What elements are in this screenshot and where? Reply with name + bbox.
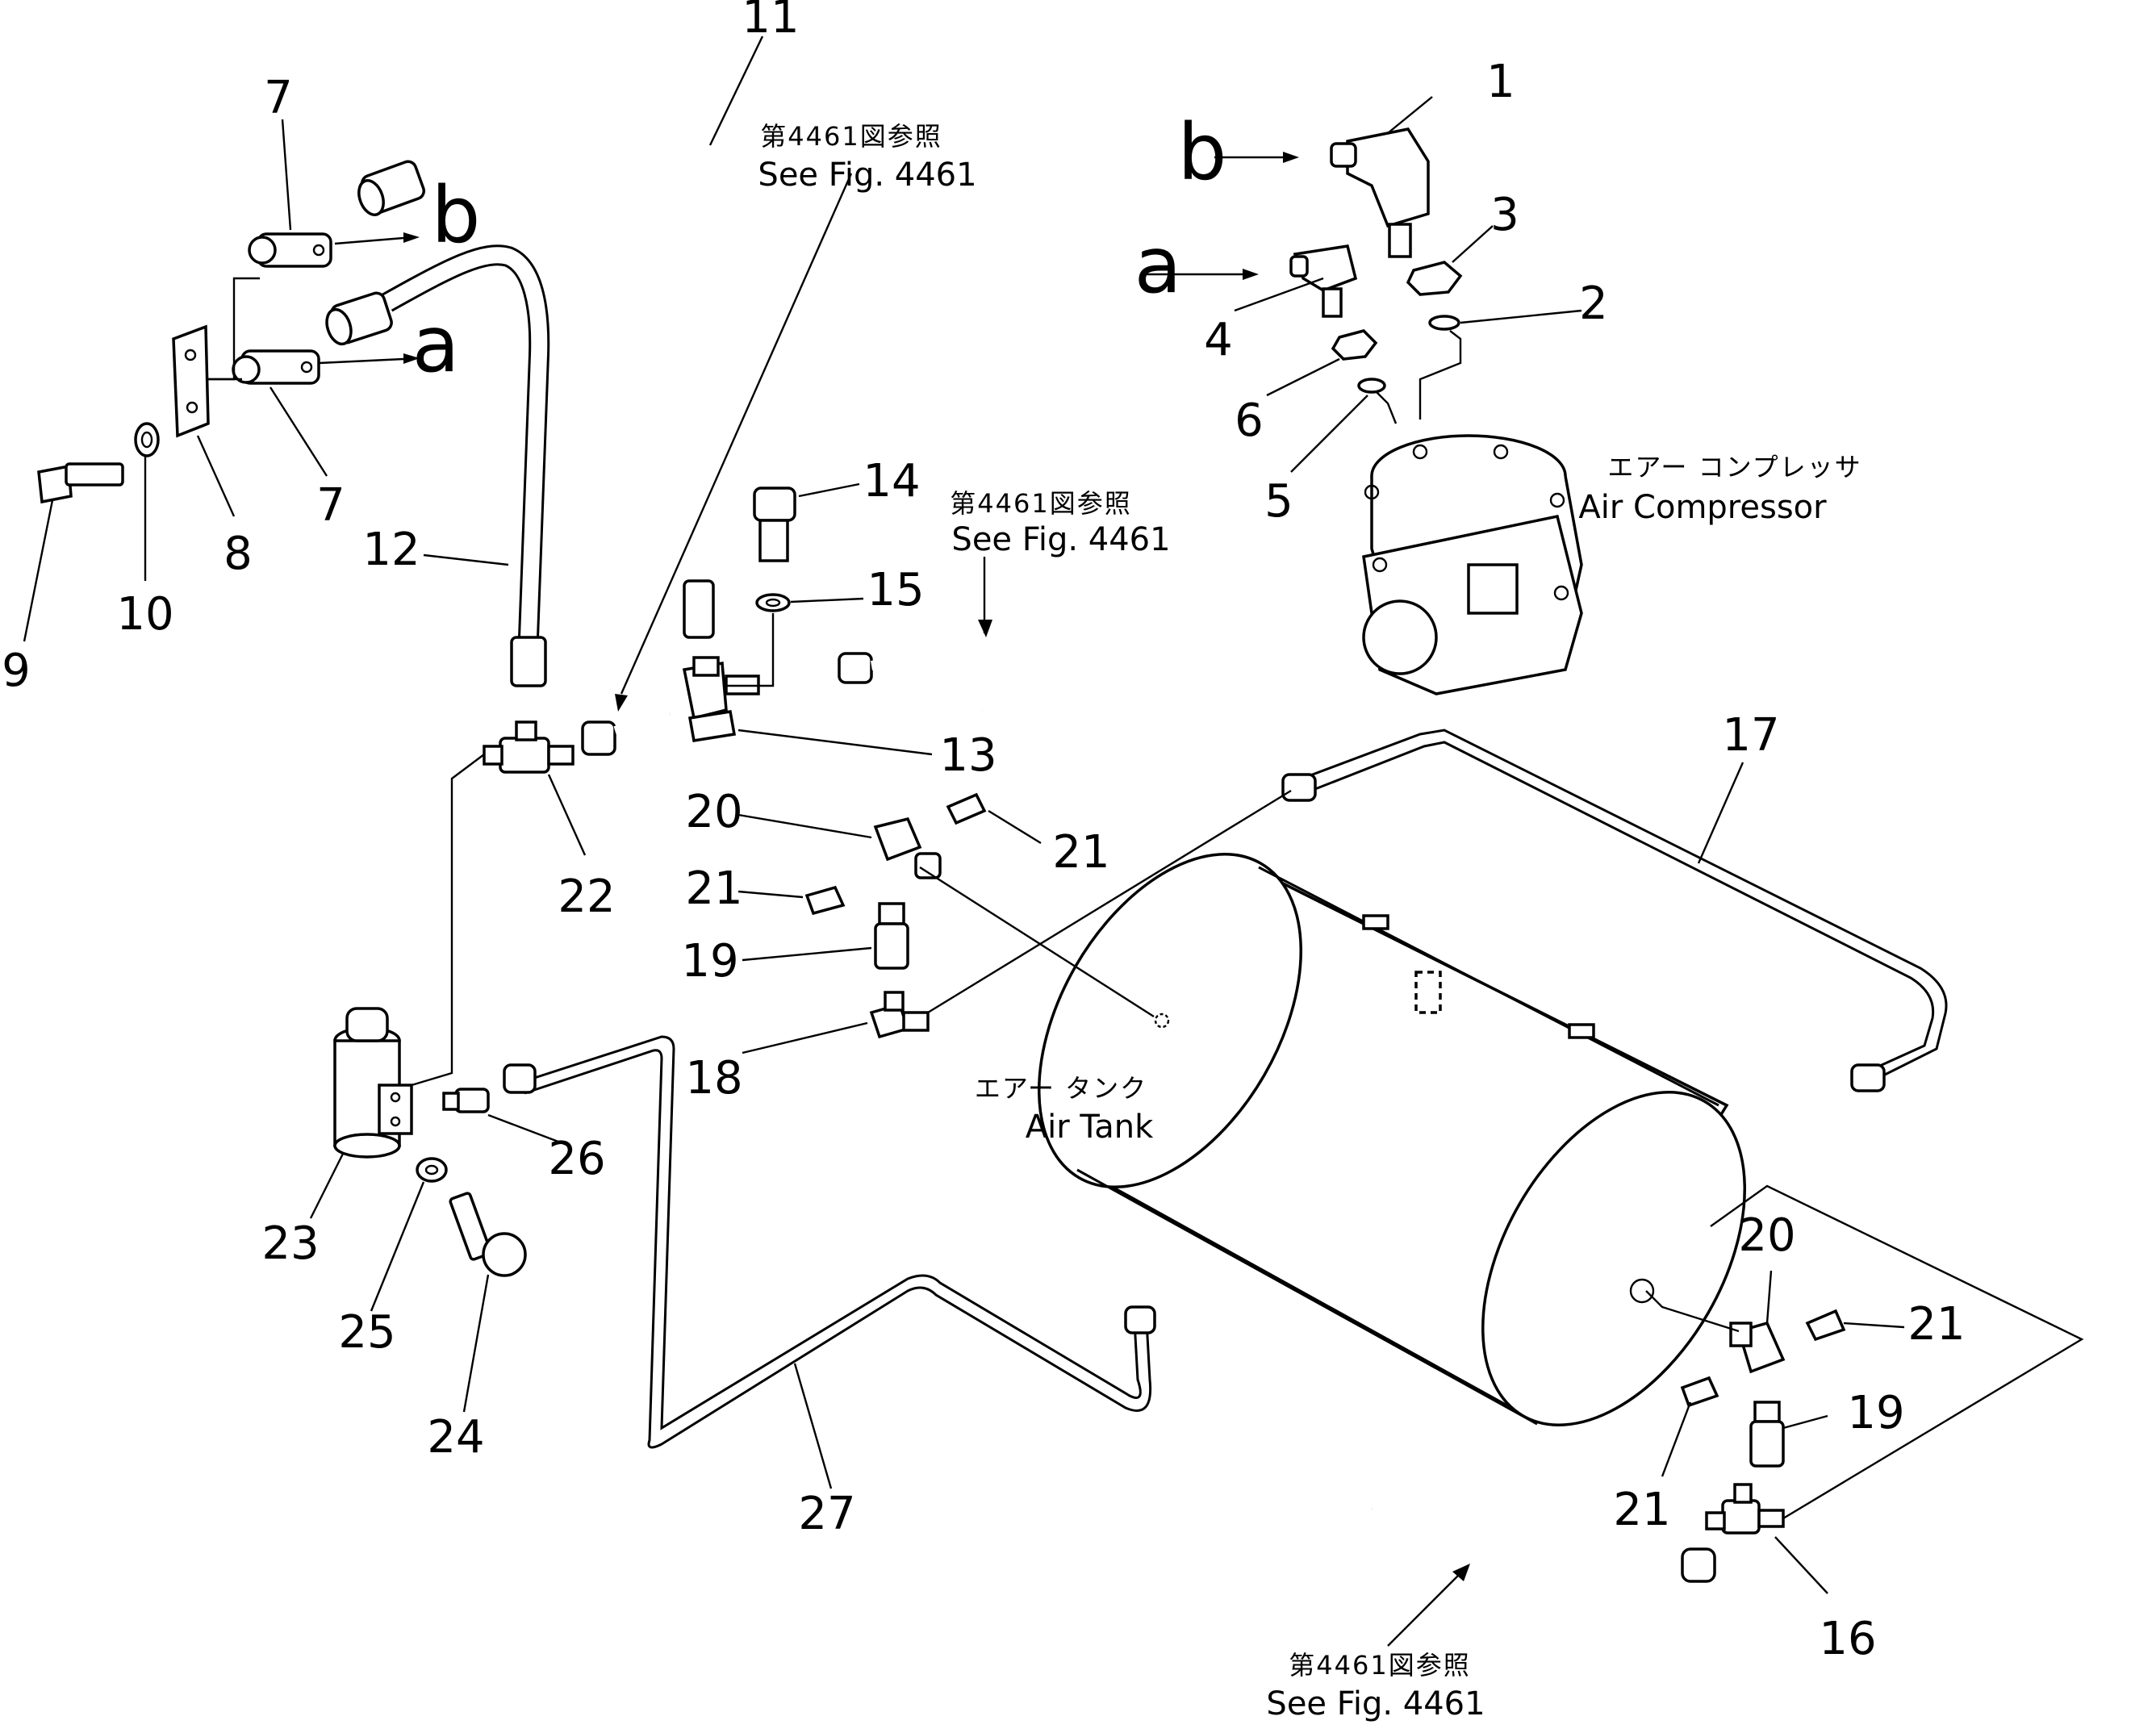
air-tank-label-en: Air Tank — [1026, 1109, 1154, 1146]
part-number-22: 22 — [558, 871, 615, 923]
air-tank — [1038, 853, 1746, 1426]
part-number-8: 8 — [224, 528, 253, 580]
part-number-13: 13 — [939, 729, 997, 782]
bracket-8 — [172, 277, 260, 438]
part-number-24: 24 — [427, 1411, 484, 1464]
reference-bottom-jp: 第4461図参照 — [1289, 1650, 1470, 1681]
connection-label-a-right: a — [1134, 220, 1182, 311]
nut-6 — [1331, 329, 1378, 361]
washer-25 — [416, 1157, 448, 1183]
elbow-18 — [869, 991, 930, 1039]
part-number-12: 12 — [362, 524, 420, 576]
connection-label-b-left: b — [432, 170, 481, 261]
part-number-16: 16 — [1819, 1613, 1876, 1665]
part-number-20-lower: 20 — [1738, 1209, 1795, 1262]
plug-21-lower-right — [1805, 1309, 1846, 1342]
part-number-26: 26 — [548, 1133, 605, 1185]
elbow-fitting-1 — [1330, 127, 1430, 258]
separator-23 — [333, 754, 485, 1159]
tee-22 — [483, 710, 671, 774]
reference-mid-jp: 第4461図参照 — [950, 488, 1131, 519]
leader-lines — [23, 35, 1905, 1647]
part-number-21-upper-left: 21 — [685, 862, 742, 915]
plug-21-upper-left — [804, 885, 846, 916]
part-number-21-lower-right: 21 — [1907, 1298, 1965, 1351]
elbow-20-upper — [873, 816, 942, 879]
part-number-11: 11 — [742, 0, 799, 44]
hose-12 — [325, 244, 550, 687]
reference-mid-en: See Fig. 4461 — [951, 521, 1170, 558]
part-number-3: 3 — [1490, 189, 1519, 241]
valve-19-upper — [874, 902, 909, 970]
washer-5 — [1357, 378, 1386, 394]
reference-top-jp: 第4461図参照 — [760, 121, 942, 152]
elbow-fitting-7-upper — [248, 232, 332, 268]
pipe-17 — [927, 729, 1948, 1092]
part-number-5: 5 — [1264, 475, 1293, 528]
part-number-10: 10 — [116, 588, 173, 641]
plug-21-lower-left — [1680, 1376, 1719, 1408]
pipe-to-fig-4461-bottom — [1369, 1505, 1716, 1624]
connector-26 — [442, 1088, 490, 1113]
part-number-19-lower: 19 — [1847, 1387, 1904, 1439]
pipe-27 — [503, 971, 1442, 1449]
elbow-20-lower — [1729, 1321, 1786, 1374]
part-number-7-upper: 7 — [264, 72, 293, 124]
o-ring-2 — [1428, 315, 1460, 331]
part-number-14: 14 — [863, 455, 920, 507]
part-number-1: 1 — [1486, 56, 1515, 108]
connection-label-b-right: b — [1178, 107, 1227, 198]
plug-21-upper-right — [946, 792, 987, 825]
part-number-2: 2 — [1579, 278, 1608, 330]
bolt-24 — [449, 1192, 527, 1277]
part-number-25: 25 — [338, 1306, 395, 1359]
part-number-7-lower: 7 — [316, 479, 345, 532]
washer-10 — [134, 422, 160, 457]
part-number-20-upper: 20 — [685, 786, 742, 838]
part-number-27: 27 — [798, 1488, 855, 1540]
valve-19-lower — [1749, 1401, 1785, 1468]
pipe-to-fig-4461-mid — [838, 643, 988, 711]
tee-16 — [1705, 1184, 2084, 1535]
part-number-9: 9 — [2, 645, 31, 697]
bolt-9 — [37, 462, 124, 504]
washer-15 — [755, 593, 791, 612]
tee-13 — [682, 613, 775, 742]
elbow-fitting-7-lower — [232, 349, 320, 385]
nut-3 — [1406, 261, 1463, 296]
part-number-19-upper: 19 — [681, 935, 738, 988]
part-number-4: 4 — [1204, 314, 1233, 366]
part-number-15: 15 — [867, 564, 924, 616]
connection-label-a-left: a — [412, 299, 460, 390]
part-number-21-upper-right: 21 — [1052, 826, 1109, 879]
air-compressor-label-jp: エアー コンプレッサ — [1607, 452, 1861, 482]
reference-bottom-en: See Fig. 4461 — [1266, 1685, 1485, 1723]
part-number-6: 6 — [1235, 395, 1264, 447]
part-number-21-lower-left: 21 — [1613, 1484, 1670, 1536]
air-tank-label-jp: エアー タンク — [975, 1073, 1147, 1104]
air-compressor-label-en: Air Compressor — [1578, 489, 1827, 526]
part-number-17: 17 — [1722, 709, 1779, 762]
connector-14 — [753, 486, 796, 562]
part-number-23: 23 — [261, 1217, 319, 1270]
elbow-fitting-4 — [1289, 244, 1358, 318]
hose-11 — [357, 79, 715, 639]
part-number-18: 18 — [685, 1052, 742, 1105]
air-compressor — [1362, 434, 1583, 695]
reference-top-en: See Fig. 4461 — [758, 157, 976, 194]
